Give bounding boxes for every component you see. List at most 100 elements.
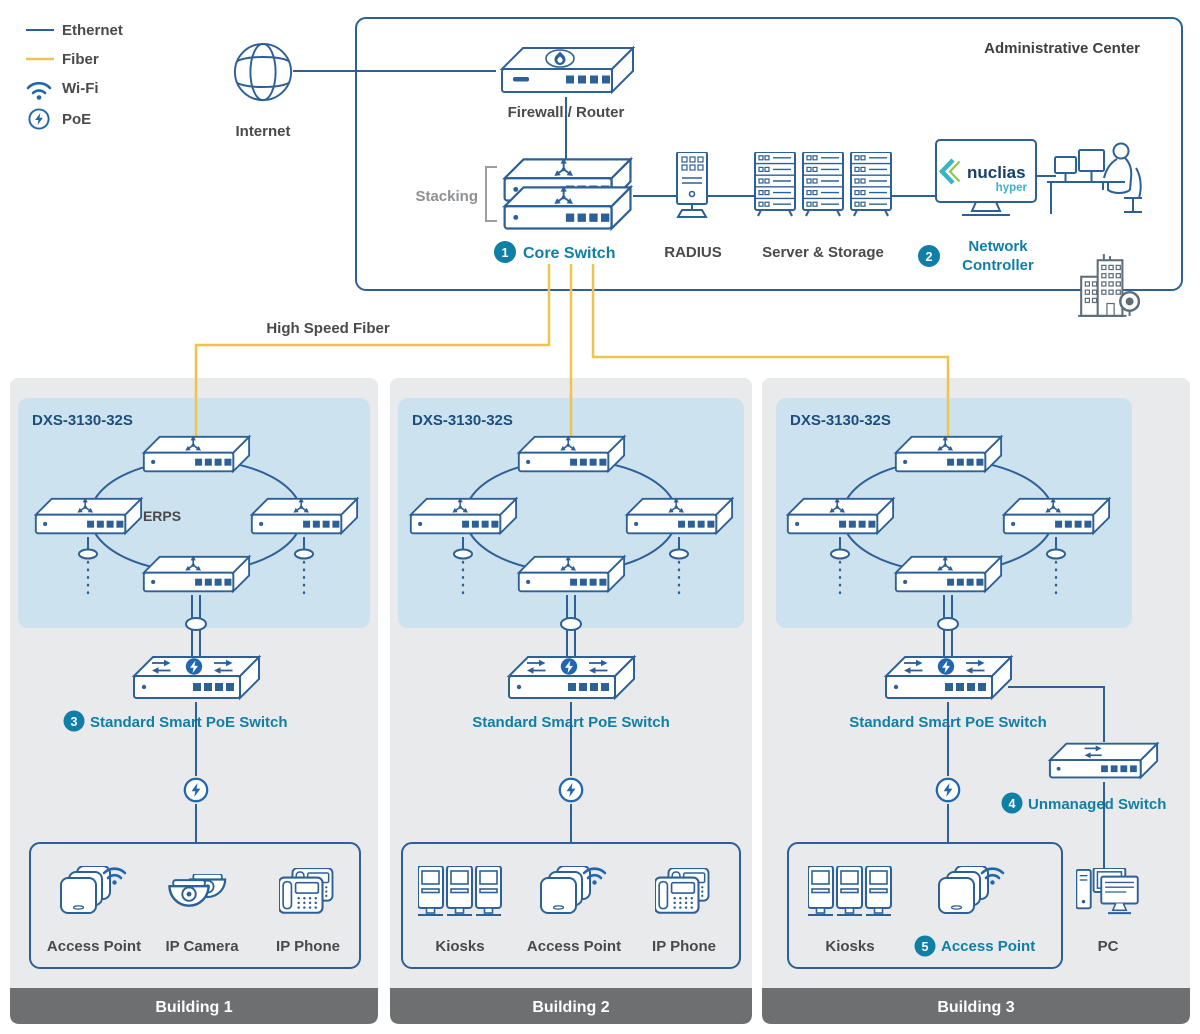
device-group-box xyxy=(29,842,361,969)
ring-switch-icon xyxy=(519,556,624,592)
poe-icon xyxy=(183,777,209,803)
legend-label-ethernet: Ethernet xyxy=(62,22,123,39)
link-aggregation-oval xyxy=(937,617,959,631)
unmanaged-switch-icon xyxy=(1050,744,1157,778)
server-storage-label: Server & Storage xyxy=(762,244,884,261)
unmanaged-switch-badge-number: 4 xyxy=(1009,797,1016,811)
device-label: IP Phone xyxy=(276,938,340,955)
link-aggregation-oval xyxy=(560,617,582,631)
operator-icon xyxy=(1047,142,1142,214)
kiosks-icon xyxy=(808,866,891,915)
nuclias-chevron-icon xyxy=(938,158,955,185)
legend-label-fiber: Fiber xyxy=(62,51,99,68)
legend-label-wifi: Wi-Fi xyxy=(62,80,99,97)
building-2-ring-box xyxy=(398,398,744,628)
poe-switch-badge-number: 3 xyxy=(71,715,78,729)
poe-switch-badge: 3 xyxy=(63,710,85,732)
building-1: ERPS 3 Standard Smart PoE Switch Access … xyxy=(29,436,361,969)
core-switch-badge: 1 xyxy=(494,241,516,263)
core-switch-label: Core Switch xyxy=(523,245,615,262)
nuclias-logo-text: nuclias xyxy=(967,163,1026,182)
ring-switch-icon xyxy=(252,498,357,534)
device-label: PC xyxy=(1098,938,1119,955)
fiber-link-building-1 xyxy=(194,264,551,436)
kiosks-icon xyxy=(418,866,501,915)
link-aggregation-oval xyxy=(185,617,207,631)
network-controller-label-line1: Network xyxy=(968,238,1028,255)
poe-icon xyxy=(28,108,50,130)
ring-switch-icon xyxy=(519,436,624,472)
ring-switch-icon xyxy=(627,498,732,534)
administrative-center-title: Administrative Center xyxy=(984,40,1140,57)
device-label: IP Camera xyxy=(165,938,239,955)
ring-switch-icon xyxy=(896,436,1001,472)
ring-switch-icon xyxy=(36,498,141,534)
ring-switch-icon xyxy=(896,556,1001,592)
unmanaged-switch-label: Unmanaged Switch xyxy=(1028,796,1166,813)
fiber-links xyxy=(194,264,950,436)
erps-label: ERPS xyxy=(143,508,181,524)
core-switch-badge-number: 1 xyxy=(502,246,509,260)
ethernet-link-poe-unmanaged xyxy=(1008,686,1105,742)
ring-switch-icon xyxy=(1004,498,1109,534)
firewall-router-label: Firewall / Router xyxy=(508,104,625,121)
building-columns-background: Building 1 Building 2 Building 3 DXS-313… xyxy=(10,378,1190,1024)
building-2-footer-label: Building 2 xyxy=(532,999,609,1016)
poe-icon xyxy=(558,777,584,803)
internet-label: Internet xyxy=(235,123,290,140)
network-controller-badge-number: 2 xyxy=(926,250,933,264)
unmanaged-switch-badge: 4 xyxy=(1001,792,1023,814)
device-label: Access Point xyxy=(47,938,141,955)
firewall-router-icon xyxy=(501,47,634,93)
building-1-footer-bar xyxy=(10,988,378,1024)
building-3-footer-label: Building 3 xyxy=(937,999,1014,1016)
wifi-icon xyxy=(26,81,52,100)
device-label: IP Phone xyxy=(652,938,716,955)
fiber-link-building-3 xyxy=(591,264,950,436)
nuclias-chevron-accent-icon xyxy=(948,160,961,183)
device-label: Access Point xyxy=(941,938,1035,955)
ring-switch-icon xyxy=(144,556,249,592)
building-2: Standard Smart PoE Switch Kiosks Access … xyxy=(401,436,741,969)
device-label: Kiosks xyxy=(825,938,874,955)
network-controller-badge: 2 xyxy=(918,245,940,267)
server-rack-icon xyxy=(850,152,892,217)
server-rack-icon xyxy=(802,152,844,217)
network-controller-monitor: nuclias hyper xyxy=(935,139,1037,216)
poe-switch-icon xyxy=(509,657,634,698)
administrative-center: Internet Firewall / Router Stacking 1 Co… xyxy=(233,42,1142,318)
building-3-ring-box xyxy=(776,398,1132,628)
access-point-badge: 5 xyxy=(914,935,936,957)
device-group-box xyxy=(401,842,741,969)
ring-switch-icon xyxy=(144,436,249,472)
building-1-ring-box xyxy=(18,398,370,628)
device-label: Access Point xyxy=(527,938,621,955)
access-point-badge-number: 5 xyxy=(922,940,929,954)
stacking-bracket xyxy=(485,166,497,222)
core-switch-bottom-icon xyxy=(505,186,631,229)
network-controller-label-line2: Controller xyxy=(962,257,1034,274)
server-rack-icon xyxy=(754,152,796,217)
stacking-label: Stacking xyxy=(415,188,478,205)
ring-switch-icon xyxy=(788,498,893,534)
radius-label: RADIUS xyxy=(664,244,722,261)
building-1-model-label: DXS-3130-32S xyxy=(32,412,133,429)
building-3-footer-bar xyxy=(762,988,1190,1024)
internet-globe-icon xyxy=(233,42,293,102)
legend-label-poe: PoE xyxy=(62,111,91,128)
device-label: Kiosks xyxy=(435,938,484,955)
building-3: Standard Smart PoE Switch 4 Unmanaged Sw… xyxy=(787,436,1166,969)
building-3-model-label: DXS-3130-32S xyxy=(790,412,891,429)
building-1-footer-label: Building 1 xyxy=(155,999,232,1016)
poe-icon xyxy=(935,777,961,803)
nuclias-hyper-text: hyper xyxy=(996,182,1028,194)
poe-switch-label: Standard Smart PoE Switch xyxy=(90,714,288,731)
legend: Ethernet Fiber Wi-Fi PoE xyxy=(26,22,123,130)
ring-switch-icon xyxy=(411,498,516,534)
device-group-box xyxy=(787,842,1063,969)
poe-switch-icon xyxy=(886,657,1011,698)
high-speed-fiber-label: High Speed Fiber xyxy=(266,320,390,337)
building-2-footer-bar xyxy=(390,988,752,1024)
